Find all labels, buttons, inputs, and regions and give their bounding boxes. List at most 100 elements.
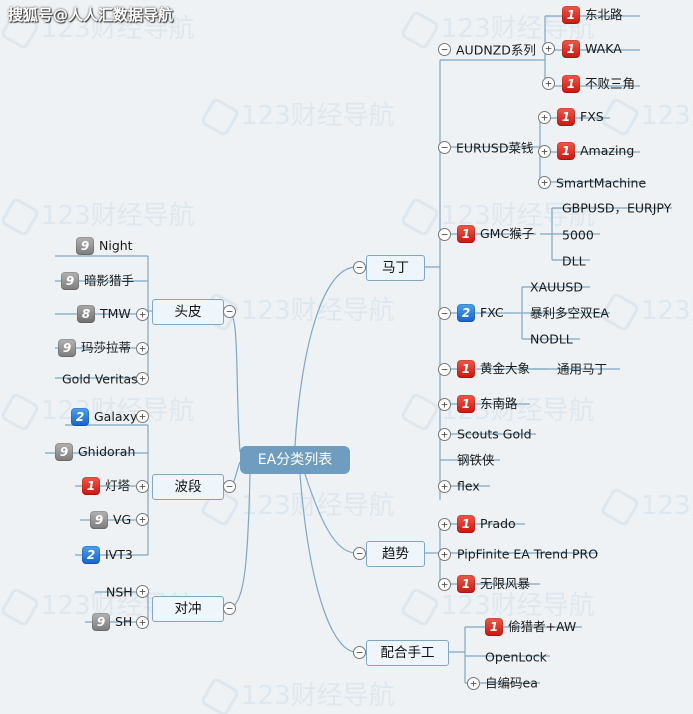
expand-toggle[interactable]: + [538, 111, 551, 124]
expand-toggle[interactable]: + [438, 428, 451, 441]
expand-toggle[interactable]: + [136, 513, 149, 526]
collapse-toggle[interactable]: − [353, 261, 366, 274]
topic-flex[interactable]: flex [457, 478, 480, 494]
expand-toggle[interactable]: + [542, 77, 555, 90]
collapse-toggle[interactable]: − [438, 228, 451, 241]
topic-toupi[interactable]: 头皮 [152, 299, 224, 325]
expand-toggle[interactable]: + [136, 410, 149, 423]
watermark-tile: 123财经导航 [199, 485, 395, 527]
expand-toggle[interactable]: + [542, 42, 555, 55]
topic-boduan[interactable]: 波段 [152, 474, 224, 500]
topic-mading[interactable]: 马丁 [366, 255, 425, 281]
topic-tongyong[interactable]: 通用马丁 [557, 361, 608, 377]
topic-gangtiexia[interactable]: 钢铁侠 [457, 452, 495, 468]
priority-1-icon: 1 [457, 225, 475, 243]
topic-dll[interactable]: DLL [562, 253, 586, 269]
topic-5000[interactable]: 5000 [562, 227, 594, 243]
topic-gbpusd[interactable]: GBPUSD，EURJPY [562, 200, 672, 216]
priority-9-icon: 9 [61, 272, 79, 290]
priority-1-icon: 1 [82, 477, 100, 495]
expand-toggle[interactable]: + [438, 480, 451, 493]
topic-qushi[interactable]: 趋势 [366, 541, 425, 567]
expand-toggle[interactable]: + [136, 480, 149, 493]
collapse-toggle[interactable]: − [438, 307, 451, 320]
expand-toggle[interactable]: + [438, 548, 451, 561]
collapse-toggle[interactable]: − [438, 141, 451, 154]
central-topic[interactable]: EA分类列表 [240, 446, 350, 474]
topic-nodll[interactable]: NODLL [530, 331, 573, 347]
expand-toggle[interactable]: + [136, 585, 149, 598]
expand-toggle[interactable]: + [467, 677, 480, 690]
watermark-tile: 123财经导航 [0, 390, 195, 432]
topic-xauusd[interactable]: XAUUSD [530, 279, 583, 295]
collapse-toggle[interactable]: − [353, 646, 366, 659]
expand-toggle[interactable]: + [538, 176, 551, 189]
topic-smartmachine[interactable]: SmartMachine [556, 175, 647, 191]
watermark-tile: 123财经导航 [399, 585, 595, 627]
priority-1-icon: 1 [485, 618, 503, 636]
collapse-toggle[interactable]: − [353, 547, 366, 560]
topic-openlock[interactable]: OpenLock [485, 649, 547, 665]
priority-2-icon: 2 [457, 304, 475, 322]
expand-toggle[interactable]: + [438, 518, 451, 531]
topic-goldveritas[interactable]: Gold Veritas [62, 371, 138, 387]
watermark-tile: 123财经导航 [599, 485, 693, 527]
topic-nsh[interactable]: NSH [106, 584, 133, 600]
topic-peihe[interactable]: 配合手工 [366, 640, 449, 666]
collapse-toggle[interactable]: − [223, 305, 236, 318]
topic-duichong[interactable]: 对冲 [152, 596, 224, 622]
topic-audnzd[interactable]: AUDNZD系列 [456, 42, 536, 58]
collapse-toggle[interactable]: − [438, 43, 451, 56]
priority-2-icon: 2 [71, 408, 89, 426]
topic-baoli[interactable]: 暴利多空双EA [530, 305, 609, 321]
expand-toggle[interactable]: + [438, 398, 451, 411]
topic-zibian[interactable]: 自编码ea [485, 675, 538, 691]
watermark-tile: 123财经导航 [0, 195, 195, 237]
expand-toggle[interactable]: + [438, 578, 451, 591]
collapse-toggle[interactable]: − [223, 602, 236, 615]
topic-eurusd[interactable]: EURUSD菜钱 [456, 140, 534, 156]
watermark-source: 搜狐号@人人汇数据导航 [8, 6, 174, 24]
topic-pipfinite[interactable]: PipFinite EA Trend PRO [457, 546, 599, 562]
topic-scouts[interactable]: Scouts Gold [457, 426, 532, 442]
collapse-toggle[interactable]: − [223, 480, 236, 493]
watermark-tile: 123财经导航 [599, 95, 693, 137]
expand-toggle[interactable]: + [136, 372, 149, 385]
priority-9-icon: 9 [92, 613, 110, 631]
priority-9-icon: 9 [58, 339, 76, 357]
expand-toggle[interactable]: + [538, 145, 551, 158]
expand-toggle[interactable]: + [136, 308, 149, 321]
expand-toggle[interactable]: + [136, 342, 149, 355]
priority-9-icon: 9 [76, 237, 94, 255]
priority-1-icon: 1 [557, 142, 575, 160]
expand-toggle[interactable]: + [136, 616, 149, 629]
priority-1-icon: 1 [457, 395, 475, 413]
collapse-toggle[interactable]: − [438, 363, 451, 376]
priority-1-icon: 1 [562, 6, 580, 24]
priority-9-icon: 9 [55, 443, 73, 461]
watermark-tile: 123财经导航 [599, 290, 693, 332]
